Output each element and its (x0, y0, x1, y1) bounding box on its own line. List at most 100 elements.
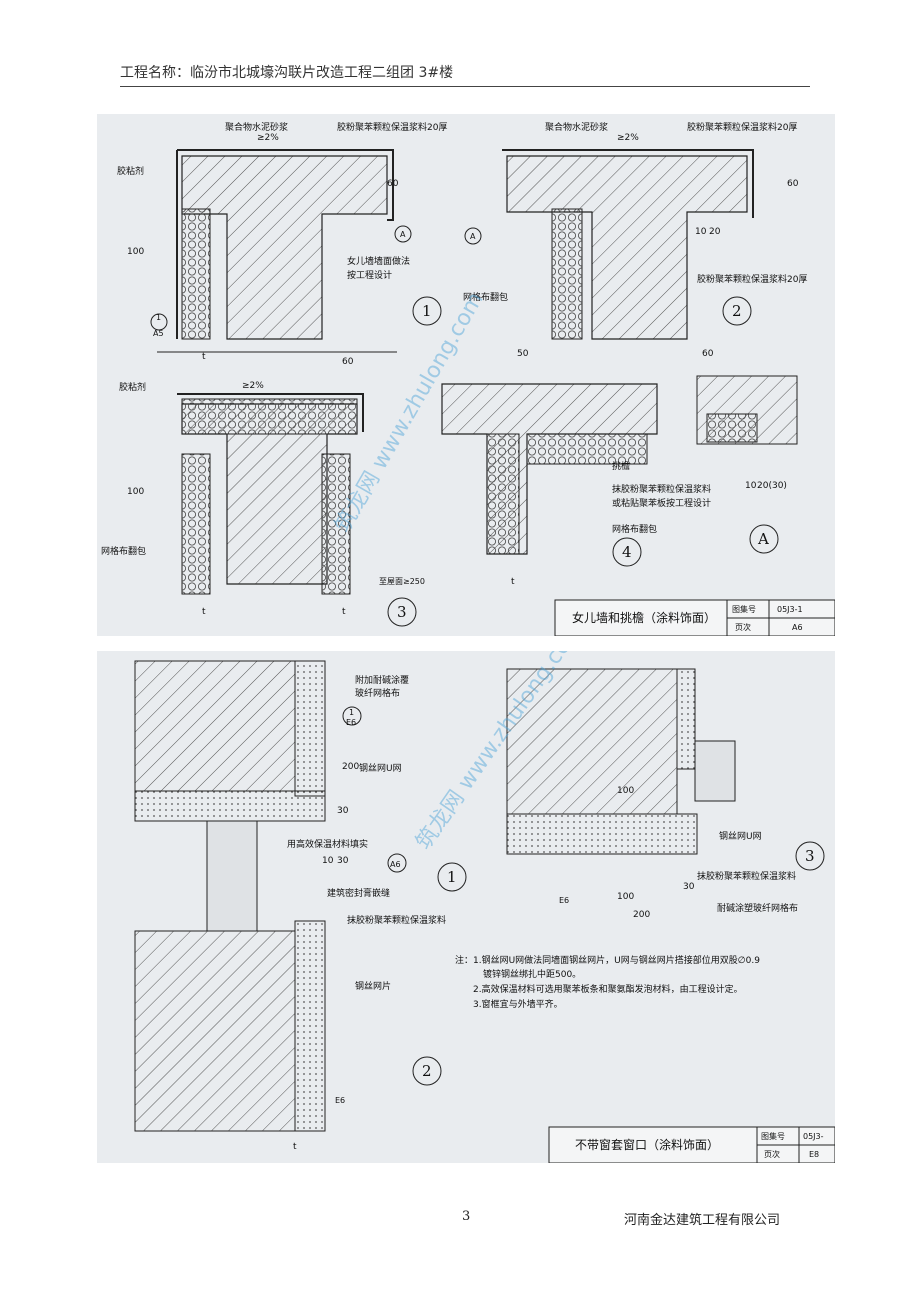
mark-top-1: 1 (156, 313, 161, 322)
label-mesh-wrap: 网格布翻包 (463, 291, 508, 303)
drawing-sheet-parapet: 1 聚合物水泥砂浆 ≥2% 胶粉聚苯颗粒保温浆料20厚 胶粘剂 女儿墙墙面做法 … (97, 114, 835, 636)
callout-2-3: 3 (805, 847, 815, 865)
label-slope-3: ≥2% (242, 381, 264, 391)
label-sealant: 建筑密封膏嵌缝 (327, 887, 390, 899)
detail-2-3: 3 钢丝网U网 抹胶粉聚苯颗粒保温浆料 耐碱涂塑玻纤网格布 100 100 30… (506, 668, 825, 920)
label-insulation20-3: 胶粉聚苯颗粒保温浆料20厚 (697, 273, 807, 285)
atlas-label-1: 图集号 (732, 604, 756, 614)
title-block-2: 不带窗套窗口（涂料饰面） 图集号 05J3- 页次 E8 (548, 1126, 835, 1163)
dim-100-b: 100 (127, 487, 144, 497)
dim-t-e: t (293, 1142, 297, 1152)
dim-60-b: 60 (342, 357, 354, 367)
label-insulation20: 胶粉聚苯颗粒保温浆料20厚 (337, 121, 447, 133)
label-roof-note: 至屋面≥250 (379, 577, 425, 586)
detail-2-1: 1 2 附加耐碱涂覆 玻纤网格布 钢丝网U网 用高效保温材料填实 建筑密封膏嵌缝… (134, 660, 467, 1152)
label-alk-mesh: 耐碱涂塑玻纤网格布 (717, 902, 798, 914)
note-2: 2.高效保温材料可选用聚苯板条和聚氨酯发泡材料，由工程设计定。 (473, 983, 743, 995)
label-adhesive: 胶粘剂 (117, 165, 144, 177)
dim-100-d: 100 (617, 892, 634, 902)
label-mesh-wrap-4: 网格布翻包 (612, 523, 657, 535)
label-slope-2: ≥2% (617, 133, 639, 143)
dim-10-c: 10 (322, 856, 334, 866)
detail-2: 2 聚合物水泥砂浆 ≥2% 胶粉聚苯颗粒保温浆料20厚 胶粉聚苯颗粒保温浆料20… (463, 121, 807, 359)
title-1: 女儿墙和挑檐（涂料饰面） (572, 610, 716, 625)
callout-2-2: 2 (422, 1062, 432, 1080)
dim-60-a: 60 (387, 179, 399, 189)
label-u-mesh: 钢丝网U网 (359, 762, 402, 774)
label-eave: 挑檐 (612, 460, 630, 472)
mark-a-2: A (470, 232, 476, 241)
label-parapet-note2: 按工程设计 (347, 269, 392, 281)
note-1: 1.钢丝网U网做法同墙面钢丝网片，U网与钢丝网片搭接部位用双股∅0.9 (473, 954, 760, 966)
dim-t-a: t (202, 352, 206, 362)
note-1b: 镀锌钢丝绑扎中距500。 (483, 968, 581, 980)
page-number: 3 (462, 1209, 471, 1224)
mark-a6: A6 (390, 860, 401, 869)
mark-e6-c: E6 (559, 896, 569, 905)
label-mortar: 聚合物水泥砂浆 (225, 121, 288, 133)
mark-bottom-1: A5 (153, 329, 164, 338)
mark-e6-b: E6 (335, 1096, 345, 1105)
label-parapet-note1: 女儿墙墙面做法 (347, 255, 410, 267)
notes-label: 注： (455, 954, 473, 966)
company-name: 河南金达建筑工程有限公司 (624, 1213, 781, 1228)
dim-20: 20 (709, 227, 721, 237)
page-label-2: 页次 (764, 1149, 780, 1159)
header-rule (120, 86, 810, 87)
atlas-no-1: 05J3-1 (777, 605, 803, 614)
detail-4: 4 挑檐 抹胶粉聚苯颗粒保温浆料 或粘贴聚苯板按工程设计 网格布翻包 t (441, 383, 711, 587)
dim-60-d: 60 (787, 179, 799, 189)
dim-t-c: t (342, 607, 346, 617)
dim-30-c: 30 (683, 882, 695, 892)
callout-1: 1 (422, 302, 432, 320)
page-no-2: E8 (809, 1150, 819, 1159)
label-plaster: 抹胶粉聚苯颗粒保温浆料 (347, 914, 446, 926)
detail-a: A 10 20(30) (696, 375, 798, 554)
callout-3: 3 (397, 603, 407, 621)
note-3: 3.窗框宜与外墙平齐。 (473, 998, 563, 1010)
label-mortar-2: 聚合物水泥砂浆 (545, 121, 608, 133)
project-header: 工程名称：临汾市北城壕沟联片改造工程二组团 3#楼 (120, 65, 454, 81)
label-fill: 用高效保温材料填实 (287, 838, 368, 850)
dim-60-c: 60 (702, 349, 714, 359)
dim-100-c: 100 (617, 786, 634, 796)
dim-10-b: 10 (745, 481, 757, 491)
dim-200-b: 200 (633, 910, 650, 920)
notes: 注： 1.钢丝网U网做法同墙面钢丝网片，U网与钢丝网片搭接部位用双股∅0.9 镀… (455, 954, 760, 1010)
mark-one-a: 1 (349, 708, 354, 717)
dim-t-d: t (511, 577, 515, 587)
dim-200-a: 200 (342, 762, 359, 772)
dim-20-30: 20(30) (757, 481, 787, 491)
dim-30-b: 30 (337, 856, 349, 866)
label-eave-note1: 抹胶粉聚苯颗粒保温浆料 (612, 483, 711, 495)
callout-2: 2 (732, 302, 742, 320)
mark-e6-a: E6 (346, 718, 356, 727)
label-insulation20-2: 胶粉聚苯颗粒保温浆料20厚 (687, 121, 797, 133)
label-adhesive-3: 胶粘剂 (119, 381, 146, 393)
dim-30-a: 30 (337, 806, 349, 816)
callout-a: A (757, 530, 769, 548)
label-mesh-wrap-3: 网格布翻包 (101, 545, 146, 557)
page-label-1: 页次 (735, 622, 751, 632)
detail-1: 1 聚合物水泥砂浆 ≥2% 胶粉聚苯颗粒保温浆料20厚 胶粘剂 女儿墙墙面做法 … (117, 121, 447, 367)
label-extra-mesh1: 附加耐碱涂覆 (355, 674, 409, 686)
mark-a-1: A (400, 230, 406, 239)
label-extra-mesh2: 玻纤网格布 (355, 687, 400, 699)
dim-t-b: t (202, 607, 206, 617)
title-block-1: 女儿墙和挑檐（涂料饰面） 图集号 05J3-1 页次 A6 (554, 599, 835, 636)
callout-2-1: 1 (447, 868, 457, 886)
label-eave-note2: 或粘贴聚苯板按工程设计 (612, 497, 711, 509)
dim-10: 10 (695, 227, 707, 237)
label-plaster-3: 抹胶粉聚苯颗粒保温浆料 (697, 870, 796, 882)
dim-50: 50 (517, 349, 529, 359)
atlas-label-2: 图集号 (761, 1131, 785, 1141)
label-steel-u: 钢丝网U网 (719, 830, 762, 842)
title-2: 不带窗套窗口（涂料饰面） (575, 1137, 719, 1152)
atlas-no-2: 05J3- (803, 1132, 824, 1141)
label-slope: ≥2% (257, 133, 279, 143)
dim-100-a: 100 (127, 247, 144, 257)
drawing-sheet-window: 1 2 附加耐碱涂覆 玻纤网格布 钢丝网U网 用高效保温材料填实 建筑密封膏嵌缝… (97, 651, 835, 1163)
detail-3: 3 胶粘剂 ≥2% 网格布翻包 100 t t 至屋面≥250 (101, 381, 425, 627)
page-no-1: A6 (792, 623, 803, 632)
callout-4: 4 (622, 543, 632, 561)
